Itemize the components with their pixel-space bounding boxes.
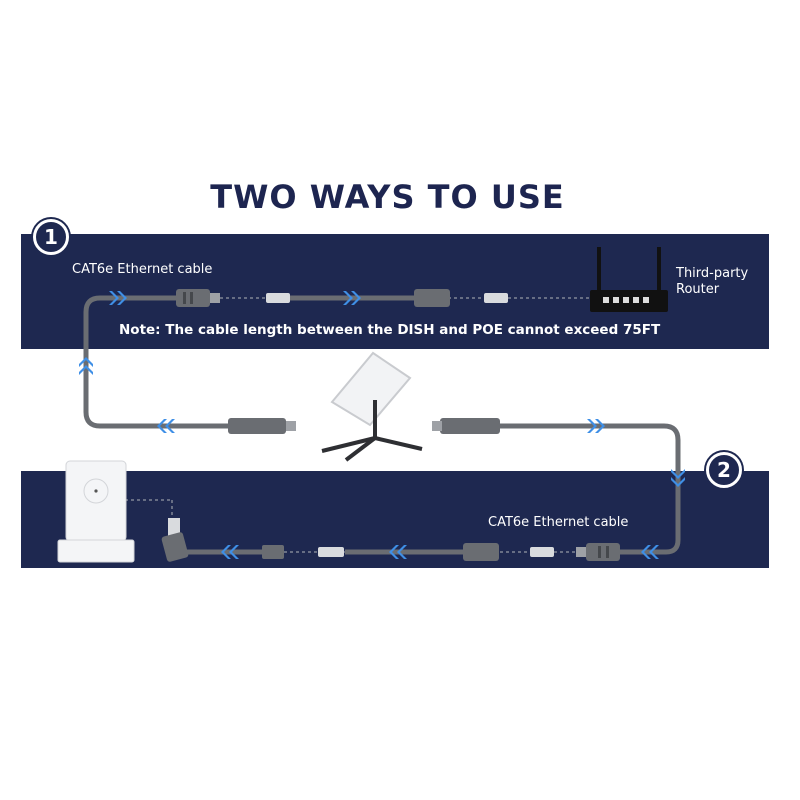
router-label: Third-party Router [676, 266, 748, 298]
satellite-dish-icon [321, 351, 423, 462]
option2-badge: 2 [706, 452, 742, 488]
flow-arrow-icon [221, 419, 685, 559]
flow-arrow-icon [79, 291, 361, 433]
page-title: TWO WAYS TO USE [210, 178, 565, 216]
poe-power-supply-icon [57, 460, 135, 563]
option1-cable-label: CAT6e Ethernet cable [72, 262, 213, 277]
cable-path-1 [83, 295, 230, 429]
rj45-plug-1b [484, 293, 508, 303]
option1-badge: 1 [33, 219, 69, 255]
router-label-line1: Third-party [676, 266, 749, 281]
rj45-coupler-2 [586, 543, 620, 561]
cable-path-2 [500, 423, 681, 555]
rj45-plug-2b [318, 547, 344, 557]
option2-cable-label: CAT6e Ethernet cable [488, 515, 629, 530]
dish-plug-1 [228, 418, 286, 434]
router-label-line2: Router [676, 282, 720, 297]
inline-coupler-1 [414, 289, 450, 307]
inline-coupler-2 [463, 543, 499, 561]
rj45-plug-1a [266, 293, 290, 303]
rj45-plug-2a [530, 547, 554, 557]
dish-plug-2 [440, 418, 500, 434]
poe-plug-icon [161, 518, 189, 562]
cable-length-note: Note: The cable length between the DISH … [119, 322, 661, 338]
router-icon [590, 247, 668, 312]
